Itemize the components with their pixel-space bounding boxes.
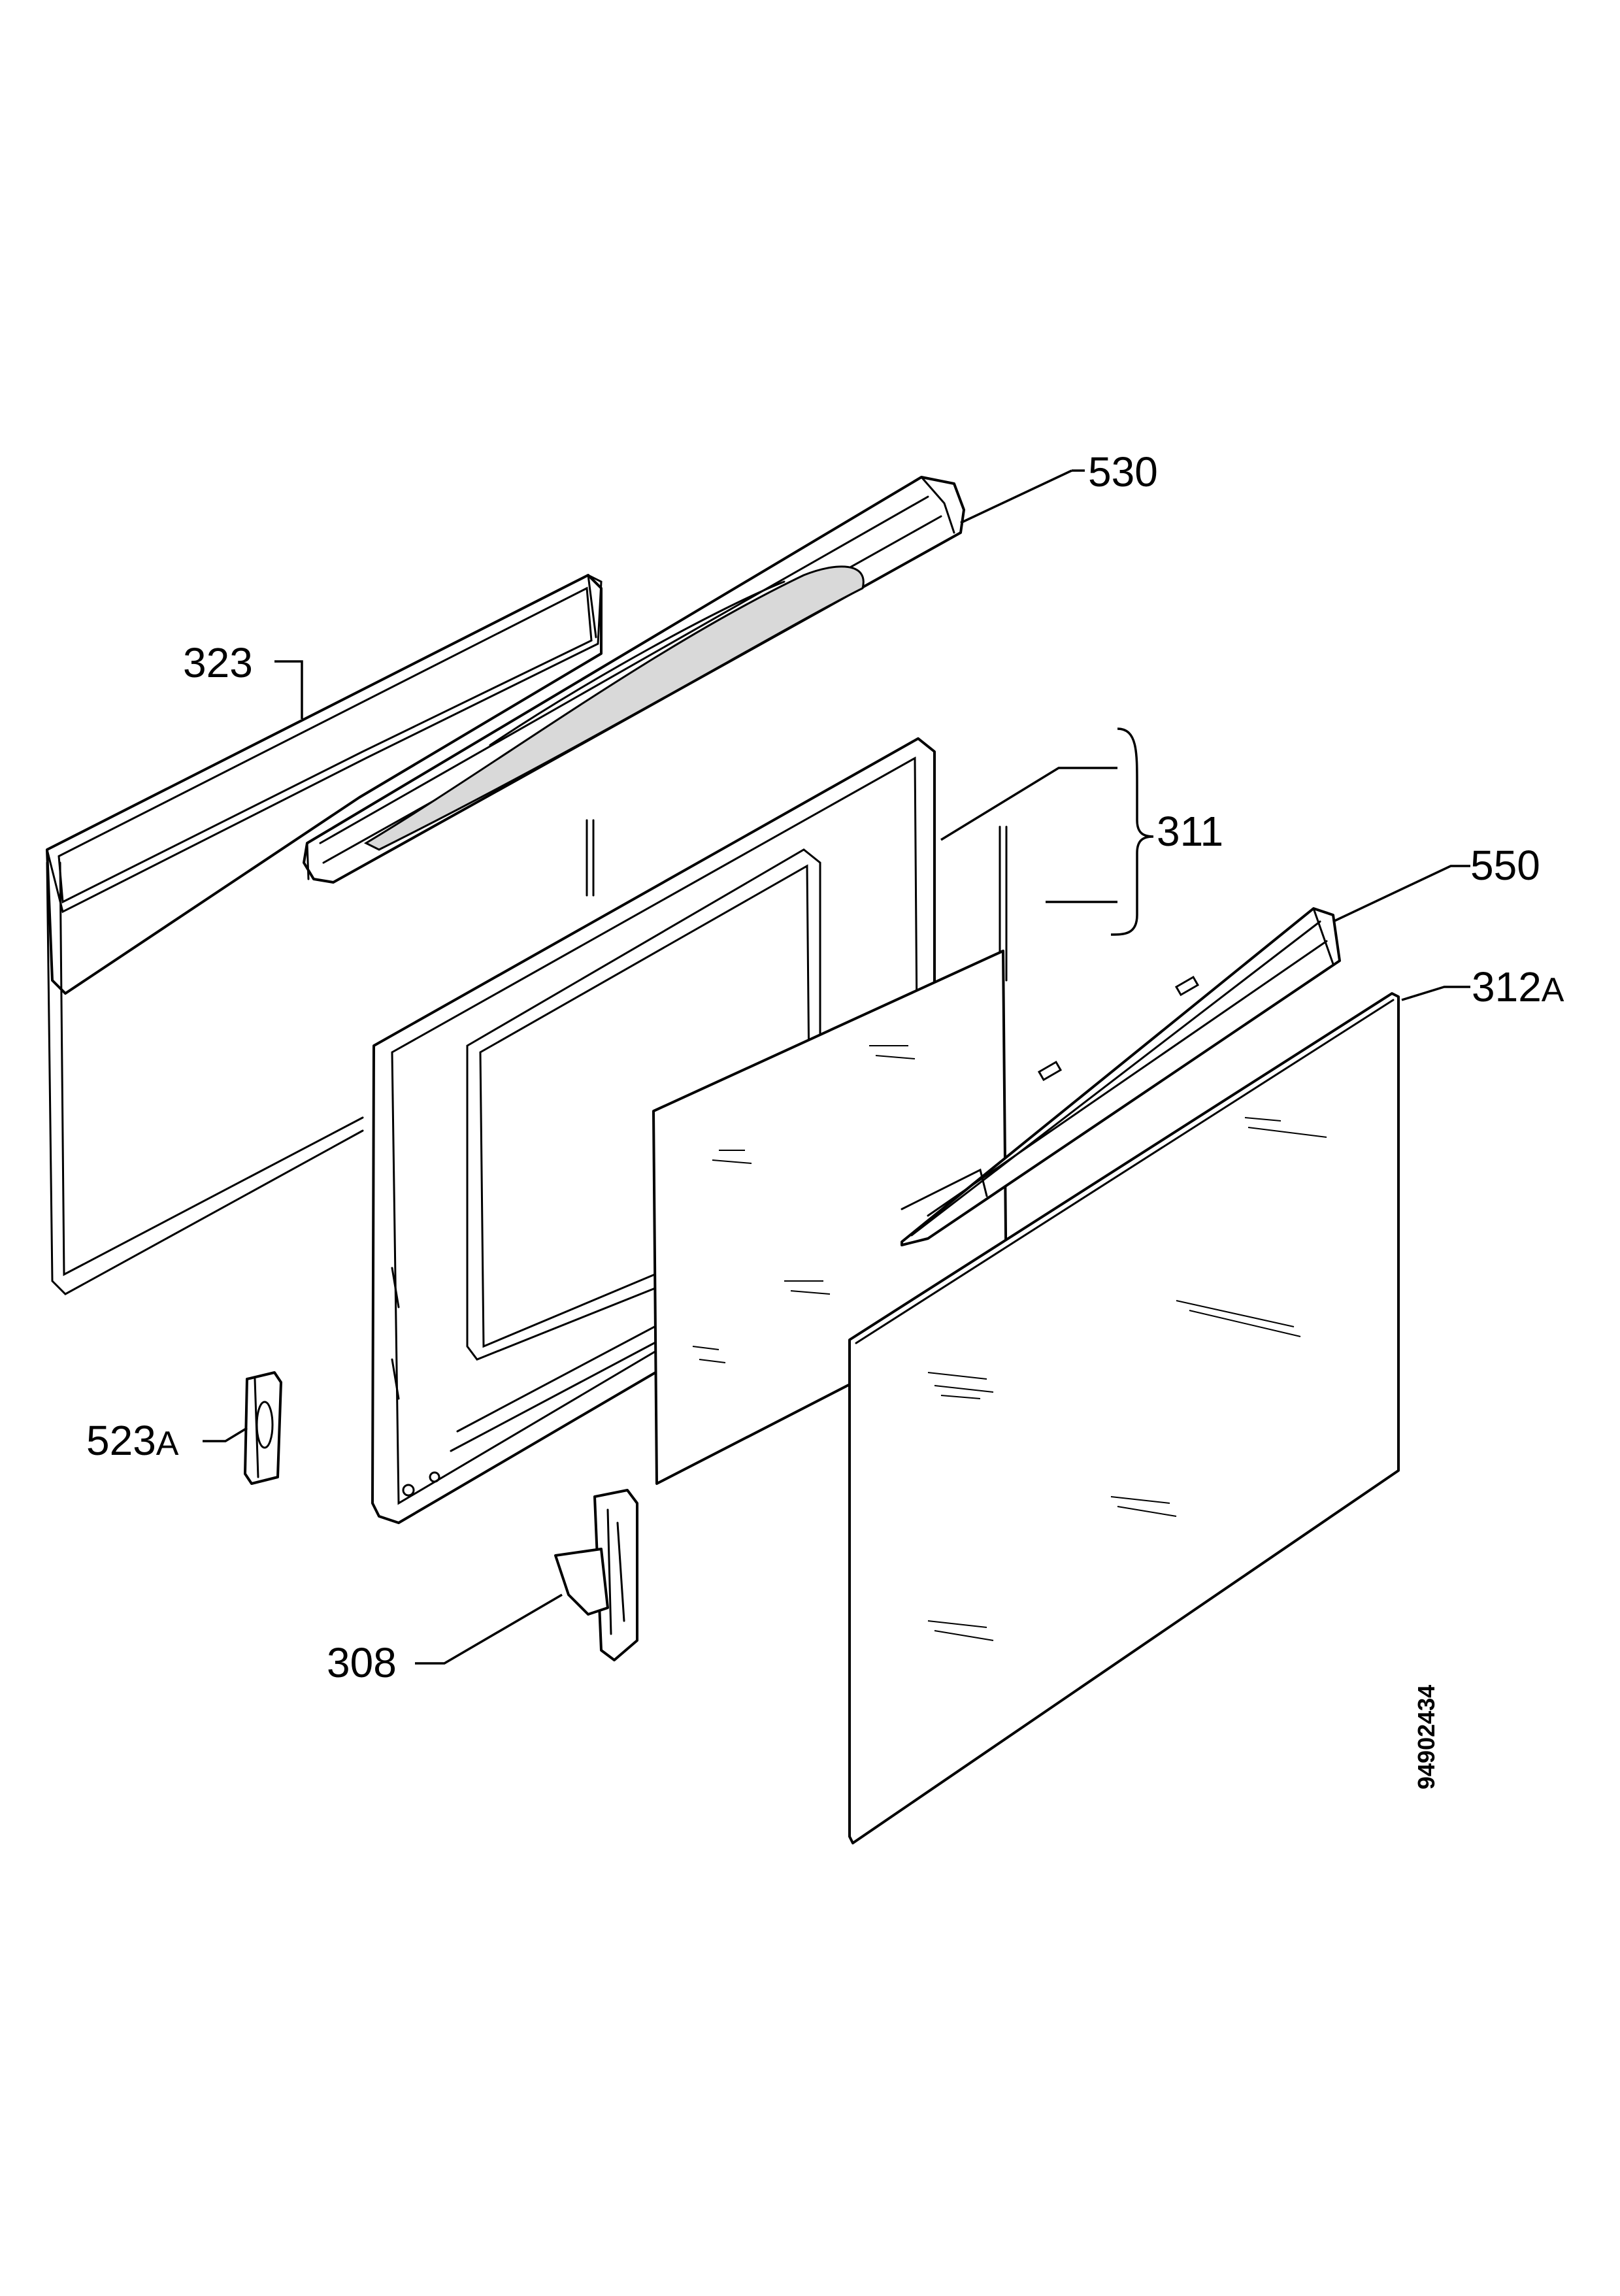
label-part-311: 311 bbox=[1157, 808, 1224, 855]
label-part-523a-number: 523 bbox=[86, 1417, 156, 1464]
door-trim-profile-drawing bbox=[901, 907, 1341, 1246]
label-part-550: 550 bbox=[1470, 842, 1540, 889]
door-hinge-drawing bbox=[554, 1489, 638, 1661]
label-part-323: 323 bbox=[183, 639, 253, 686]
label-part-312a-suffix: A bbox=[1541, 971, 1564, 1009]
document-number: 94902434 bbox=[1413, 1684, 1440, 1789]
door-gasket-drawing bbox=[46, 574, 603, 1295]
door-handle-drawing bbox=[303, 476, 965, 884]
label-part-523a-suffix: A bbox=[156, 1425, 179, 1463]
label-part-523a: 523A bbox=[86, 1420, 178, 1461]
outer-glass-drawing bbox=[848, 992, 1400, 1844]
label-part-312a: 312A bbox=[1472, 966, 1564, 1008]
label-part-308: 308 bbox=[327, 1639, 397, 1686]
leader-lines bbox=[203, 469, 1470, 1665]
label-part-530: 530 bbox=[1088, 448, 1158, 495]
label-part-312a-number: 312 bbox=[1472, 963, 1542, 1010]
hinge-bracket-drawing bbox=[244, 1371, 282, 1485]
